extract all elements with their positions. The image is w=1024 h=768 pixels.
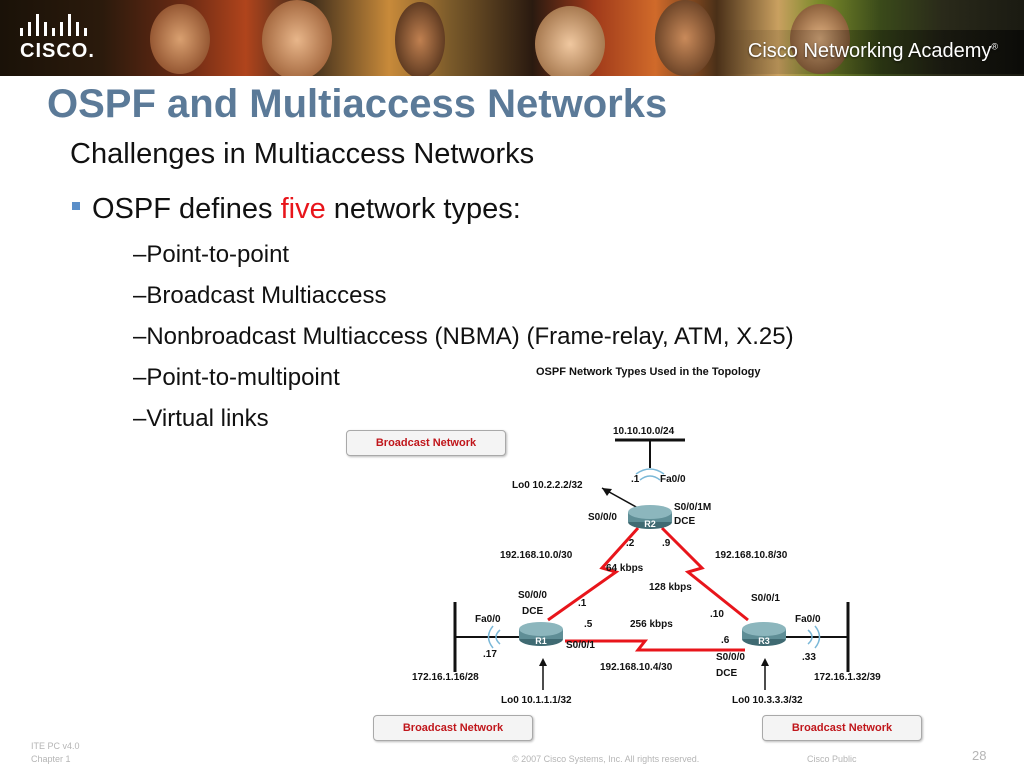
serial-link-r2-r3 — [660, 526, 749, 622]
host-label: .6 — [721, 635, 730, 646]
cisco-bridge-icon — [20, 14, 92, 36]
speed-label: 64 kbps — [606, 563, 644, 574]
banner-photo — [395, 2, 445, 76]
sub-bullet: –Point-to-point — [133, 241, 290, 268]
host-label: .33 — [802, 652, 816, 663]
router-icon: R1 — [519, 622, 563, 646]
dce-label: DCE — [674, 516, 696, 527]
router-r3: R3 — [741, 621, 787, 647]
svg-text:R3: R3 — [758, 636, 770, 646]
banner-photo — [535, 6, 605, 76]
wifi-arc-icon — [807, 629, 813, 645]
router-icon: R3 — [742, 622, 786, 646]
router-r2: R2 — [627, 504, 673, 530]
host-label: .5 — [584, 619, 593, 630]
dce-label: DCE — [522, 606, 544, 617]
footer-copyright: © 2007 Cisco Systems, Inc. All rights re… — [512, 754, 700, 764]
host-label: .1 — [631, 474, 640, 485]
lan-label: 172.16.1.16/28 — [412, 672, 479, 683]
serial-link-r1-r2 — [547, 526, 640, 622]
figure-caption: OSPF Network Types Used in the Topology — [536, 366, 761, 378]
sub-bullet: –Broadcast Multiaccess — [133, 282, 387, 309]
interface-label: Fa0/0 — [660, 474, 686, 485]
broadcast-network-label: Broadcast Network — [373, 715, 533, 741]
host-label: .1 — [578, 598, 587, 609]
cisco-wordmark: CISCO. — [20, 40, 95, 62]
router-icon: R2 — [628, 505, 672, 529]
interface-label: S0/0/1M — [674, 502, 712, 513]
topology-figure: R2 R1 R3 OSPF Network Types Used in the … — [340, 360, 940, 755]
speed-label: 256 kbps — [630, 619, 673, 630]
network-label: 192.168.10.4/30 — [600, 662, 673, 673]
loopback-label: Lo0 10.2.2.2/32 — [512, 480, 583, 491]
footer-course: ITE PC v4.0 — [31, 741, 80, 751]
sub-bullet: –Virtual links — [133, 405, 269, 432]
footer-chapter: Chapter 1 — [31, 754, 71, 764]
bullet-square-icon — [72, 202, 80, 211]
serial-link-r1-r3 — [565, 639, 745, 652]
sub-bullet: –Point-to-multipoint — [133, 364, 340, 391]
lan-label: 172.16.1.32/39 — [814, 672, 881, 683]
wifi-arc-icon — [635, 468, 665, 475]
sub-bullet: –Nonbroadcast Multiaccess (NBMA) (Frame-… — [133, 323, 794, 350]
loopback-label: Lo0 10.1.1.1/32 — [501, 695, 572, 706]
banner-photo — [262, 0, 332, 76]
interface-label: S0/0/1 — [566, 640, 595, 651]
highlight-five: five — [280, 193, 326, 225]
page-title: OSPF and Multiaccess Networks — [47, 82, 668, 126]
router-r1: R1 — [518, 621, 564, 647]
footer-classification: Cisco Public — [807, 754, 857, 764]
wifi-arc-icon — [814, 625, 821, 649]
wifi-arc-icon — [639, 475, 661, 481]
banner-photo — [655, 0, 715, 76]
svg-text:R1: R1 — [535, 636, 547, 646]
host-label: .10 — [710, 609, 724, 620]
slide-subtitle: Challenges in Multiaccess Networks — [70, 138, 535, 170]
host-label: .9 — [662, 538, 671, 549]
network-label: 192.168.10.0/30 — [500, 550, 573, 561]
dce-label: DCE — [716, 668, 738, 679]
broadcast-network-label: Broadcast Network — [346, 430, 506, 456]
broadcast-network-label: Broadcast Network — [762, 715, 922, 741]
page-number: 28 — [972, 748, 987, 763]
host-label: .17 — [483, 649, 497, 660]
interface-label: Fa0/0 — [475, 614, 501, 625]
banner-photo — [150, 4, 210, 74]
wifi-arc-icon — [487, 625, 494, 649]
header-banner: CISCO. Cisco Networking Academy® — [0, 0, 1024, 76]
cisco-logo: CISCO. — [14, 10, 104, 66]
speed-label: 128 kbps — [649, 582, 692, 593]
interface-label: Fa0/0 — [795, 614, 821, 625]
network-label: 192.168.10.8/30 — [715, 550, 788, 561]
svg-text:R2: R2 — [644, 519, 656, 529]
main-bullet: OSPF defines five network types: — [72, 193, 521, 226]
interface-label: S0/0/0 — [518, 590, 547, 601]
lan-label: 10.10.10.0/24 — [613, 426, 675, 437]
interface-label: S0/0/0 — [588, 512, 617, 523]
loopback-label: Lo0 10.3.3.3/32 — [732, 695, 803, 706]
host-label: .2 — [626, 538, 635, 549]
interface-label: S0/0/0 — [716, 652, 745, 663]
wifi-arc-icon — [495, 629, 501, 645]
topology-links — [453, 438, 850, 690]
academy-name: Cisco Networking Academy® — [747, 40, 998, 62]
interface-label: S0/0/1 — [751, 593, 780, 604]
